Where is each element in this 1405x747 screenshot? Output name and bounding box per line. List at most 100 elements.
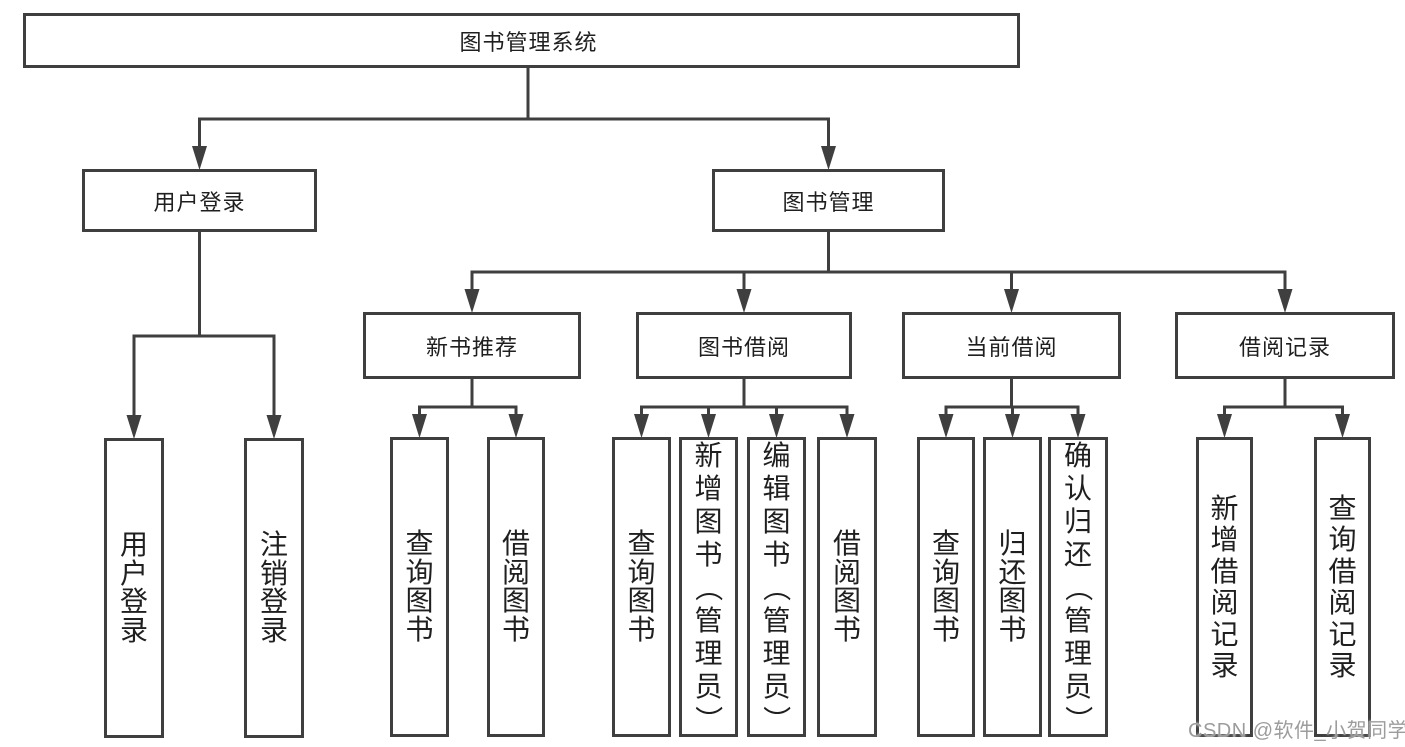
glyph: 借 bbox=[501, 528, 530, 559]
node-label-new-book-rec: 新书推荐 bbox=[425, 334, 518, 360]
node-label-login-user: 用户登录 bbox=[119, 529, 148, 645]
watermark: CSDN @软件_小贺同学 bbox=[1188, 720, 1405, 742]
arrowhead-icon bbox=[464, 289, 480, 313]
node-label-rec-query-book: 查询图书 bbox=[405, 528, 434, 645]
glyph: 归 bbox=[998, 528, 1027, 559]
glyph: 录 bbox=[1210, 650, 1239, 681]
glyph: 编 bbox=[762, 439, 791, 471]
arrowhead-icon bbox=[938, 414, 954, 438]
arrowhead-icon bbox=[1335, 414, 1350, 438]
glyph: 借 bbox=[832, 528, 861, 559]
glyph: 询 bbox=[405, 556, 434, 588]
arrowhead-icon bbox=[412, 414, 427, 438]
glyph: 图 bbox=[501, 585, 530, 616]
glyph: 记 bbox=[1328, 618, 1357, 650]
glyph: 书 bbox=[998, 613, 1027, 645]
glyph: 阅 bbox=[1210, 587, 1239, 618]
glyph: 图 bbox=[405, 585, 434, 616]
glyph: 新 bbox=[1210, 492, 1239, 524]
glyph: （ bbox=[1062, 572, 1094, 602]
node-label-cb-return-book: 归还图书 bbox=[998, 528, 1027, 645]
glyph: 阅 bbox=[832, 556, 861, 588]
glyph: 查 bbox=[627, 528, 656, 559]
node-root: 图书管理系统 bbox=[23, 13, 1020, 68]
node-rec-query-book: 查询图书 bbox=[390, 437, 449, 737]
arrowhead-icon bbox=[839, 414, 855, 438]
glyph: 还 bbox=[998, 556, 1027, 588]
glyph: 图 bbox=[762, 505, 791, 537]
node-current-borrow: 当前借阅 bbox=[902, 312, 1121, 379]
node-br-query-record: 查询借阅记录 bbox=[1314, 437, 1371, 737]
glyph: 阅 bbox=[501, 556, 530, 588]
glyph: 书 bbox=[627, 613, 656, 645]
glyph: ） bbox=[1062, 704, 1094, 734]
arrowhead-icon bbox=[508, 414, 524, 438]
node-user-login: 用户登录 bbox=[82, 169, 317, 232]
glyph: 借 bbox=[1328, 555, 1357, 587]
arrowhead-icon bbox=[634, 414, 649, 438]
node-label-borrow-record: 借阅记录 bbox=[1238, 334, 1331, 360]
arrowhead-icon bbox=[1070, 414, 1086, 438]
glyph: 销 bbox=[259, 557, 288, 589]
glyph: ） bbox=[760, 704, 792, 734]
glyph: 书 bbox=[762, 538, 791, 570]
glyph: 认 bbox=[1063, 472, 1092, 504]
node-label-user-login: 用户登录 bbox=[153, 189, 246, 215]
node-label-rec-borrow-book: 借阅图书 bbox=[501, 528, 530, 645]
node-logout-user: 注销登录 bbox=[244, 438, 304, 738]
glyph: 增 bbox=[694, 472, 723, 504]
glyph: 员 bbox=[694, 670, 723, 702]
glyph: 理 bbox=[694, 637, 723, 669]
glyph: 书 bbox=[931, 613, 960, 645]
node-borrow-record: 借阅记录 bbox=[1175, 312, 1395, 379]
glyph: 还 bbox=[1063, 538, 1092, 570]
node-label-br-add-record: 新增借阅记录 bbox=[1210, 493, 1238, 682]
glyph: 用 bbox=[119, 529, 148, 560]
glyph: 管 bbox=[762, 604, 791, 636]
glyph: 户 bbox=[119, 557, 148, 589]
node-book-borrow: 图书借阅 bbox=[636, 312, 852, 379]
arrowhead-icon bbox=[1217, 414, 1232, 438]
arrowhead-icon bbox=[701, 414, 716, 438]
glyph: 询 bbox=[1328, 524, 1357, 555]
glyph: 员 bbox=[762, 670, 791, 702]
node-label-bb-add-book: 新增图书（管理员） bbox=[692, 439, 724, 736]
node-label-bb-edit-book: 编辑图书（管理员） bbox=[760, 439, 792, 736]
glyph: 理 bbox=[762, 637, 791, 669]
node-label-bb-borrow-book: 借阅图书 bbox=[832, 528, 861, 645]
glyph: （ bbox=[692, 572, 724, 602]
node-cb-confirm-return: 确认归还（管理员） bbox=[1048, 437, 1108, 737]
node-new-book-rec: 新书推荐 bbox=[363, 312, 581, 379]
glyph: 记 bbox=[1210, 618, 1239, 650]
arrowhead-icon bbox=[736, 289, 752, 313]
glyph: 查 bbox=[405, 528, 434, 559]
node-label-bb-query-book: 查询图书 bbox=[627, 528, 656, 645]
node-login-user: 用户登录 bbox=[104, 438, 164, 738]
glyph: 书 bbox=[405, 613, 434, 645]
glyph: 增 bbox=[1210, 524, 1239, 555]
glyph: 注 bbox=[259, 529, 288, 560]
arrowhead-icon bbox=[1005, 414, 1020, 438]
arrowhead-icon bbox=[1277, 289, 1293, 313]
glyph: 书 bbox=[832, 613, 861, 645]
glyph: 询 bbox=[627, 556, 656, 588]
glyph: 录 bbox=[1328, 650, 1357, 681]
glyph: 辑 bbox=[762, 472, 791, 504]
glyph: 管 bbox=[1063, 604, 1092, 636]
node-label-root: 图书管理系统 bbox=[459, 29, 598, 55]
node-bb-borrow-book: 借阅图书 bbox=[817, 437, 877, 737]
glyph: 书 bbox=[501, 613, 530, 645]
glyph: 查 bbox=[931, 528, 960, 559]
arrowhead-icon bbox=[821, 146, 836, 170]
arrowhead-icon bbox=[1004, 289, 1019, 313]
node-label-cb-query-book: 查询图书 bbox=[931, 528, 960, 645]
glyph: 询 bbox=[931, 556, 960, 588]
glyph: 图 bbox=[998, 585, 1027, 616]
glyph: 员 bbox=[1063, 670, 1092, 702]
glyph: 图 bbox=[694, 505, 723, 537]
glyph: 新 bbox=[694, 439, 723, 471]
glyph: 登 bbox=[119, 586, 148, 617]
arrowhead-icon bbox=[769, 414, 784, 438]
